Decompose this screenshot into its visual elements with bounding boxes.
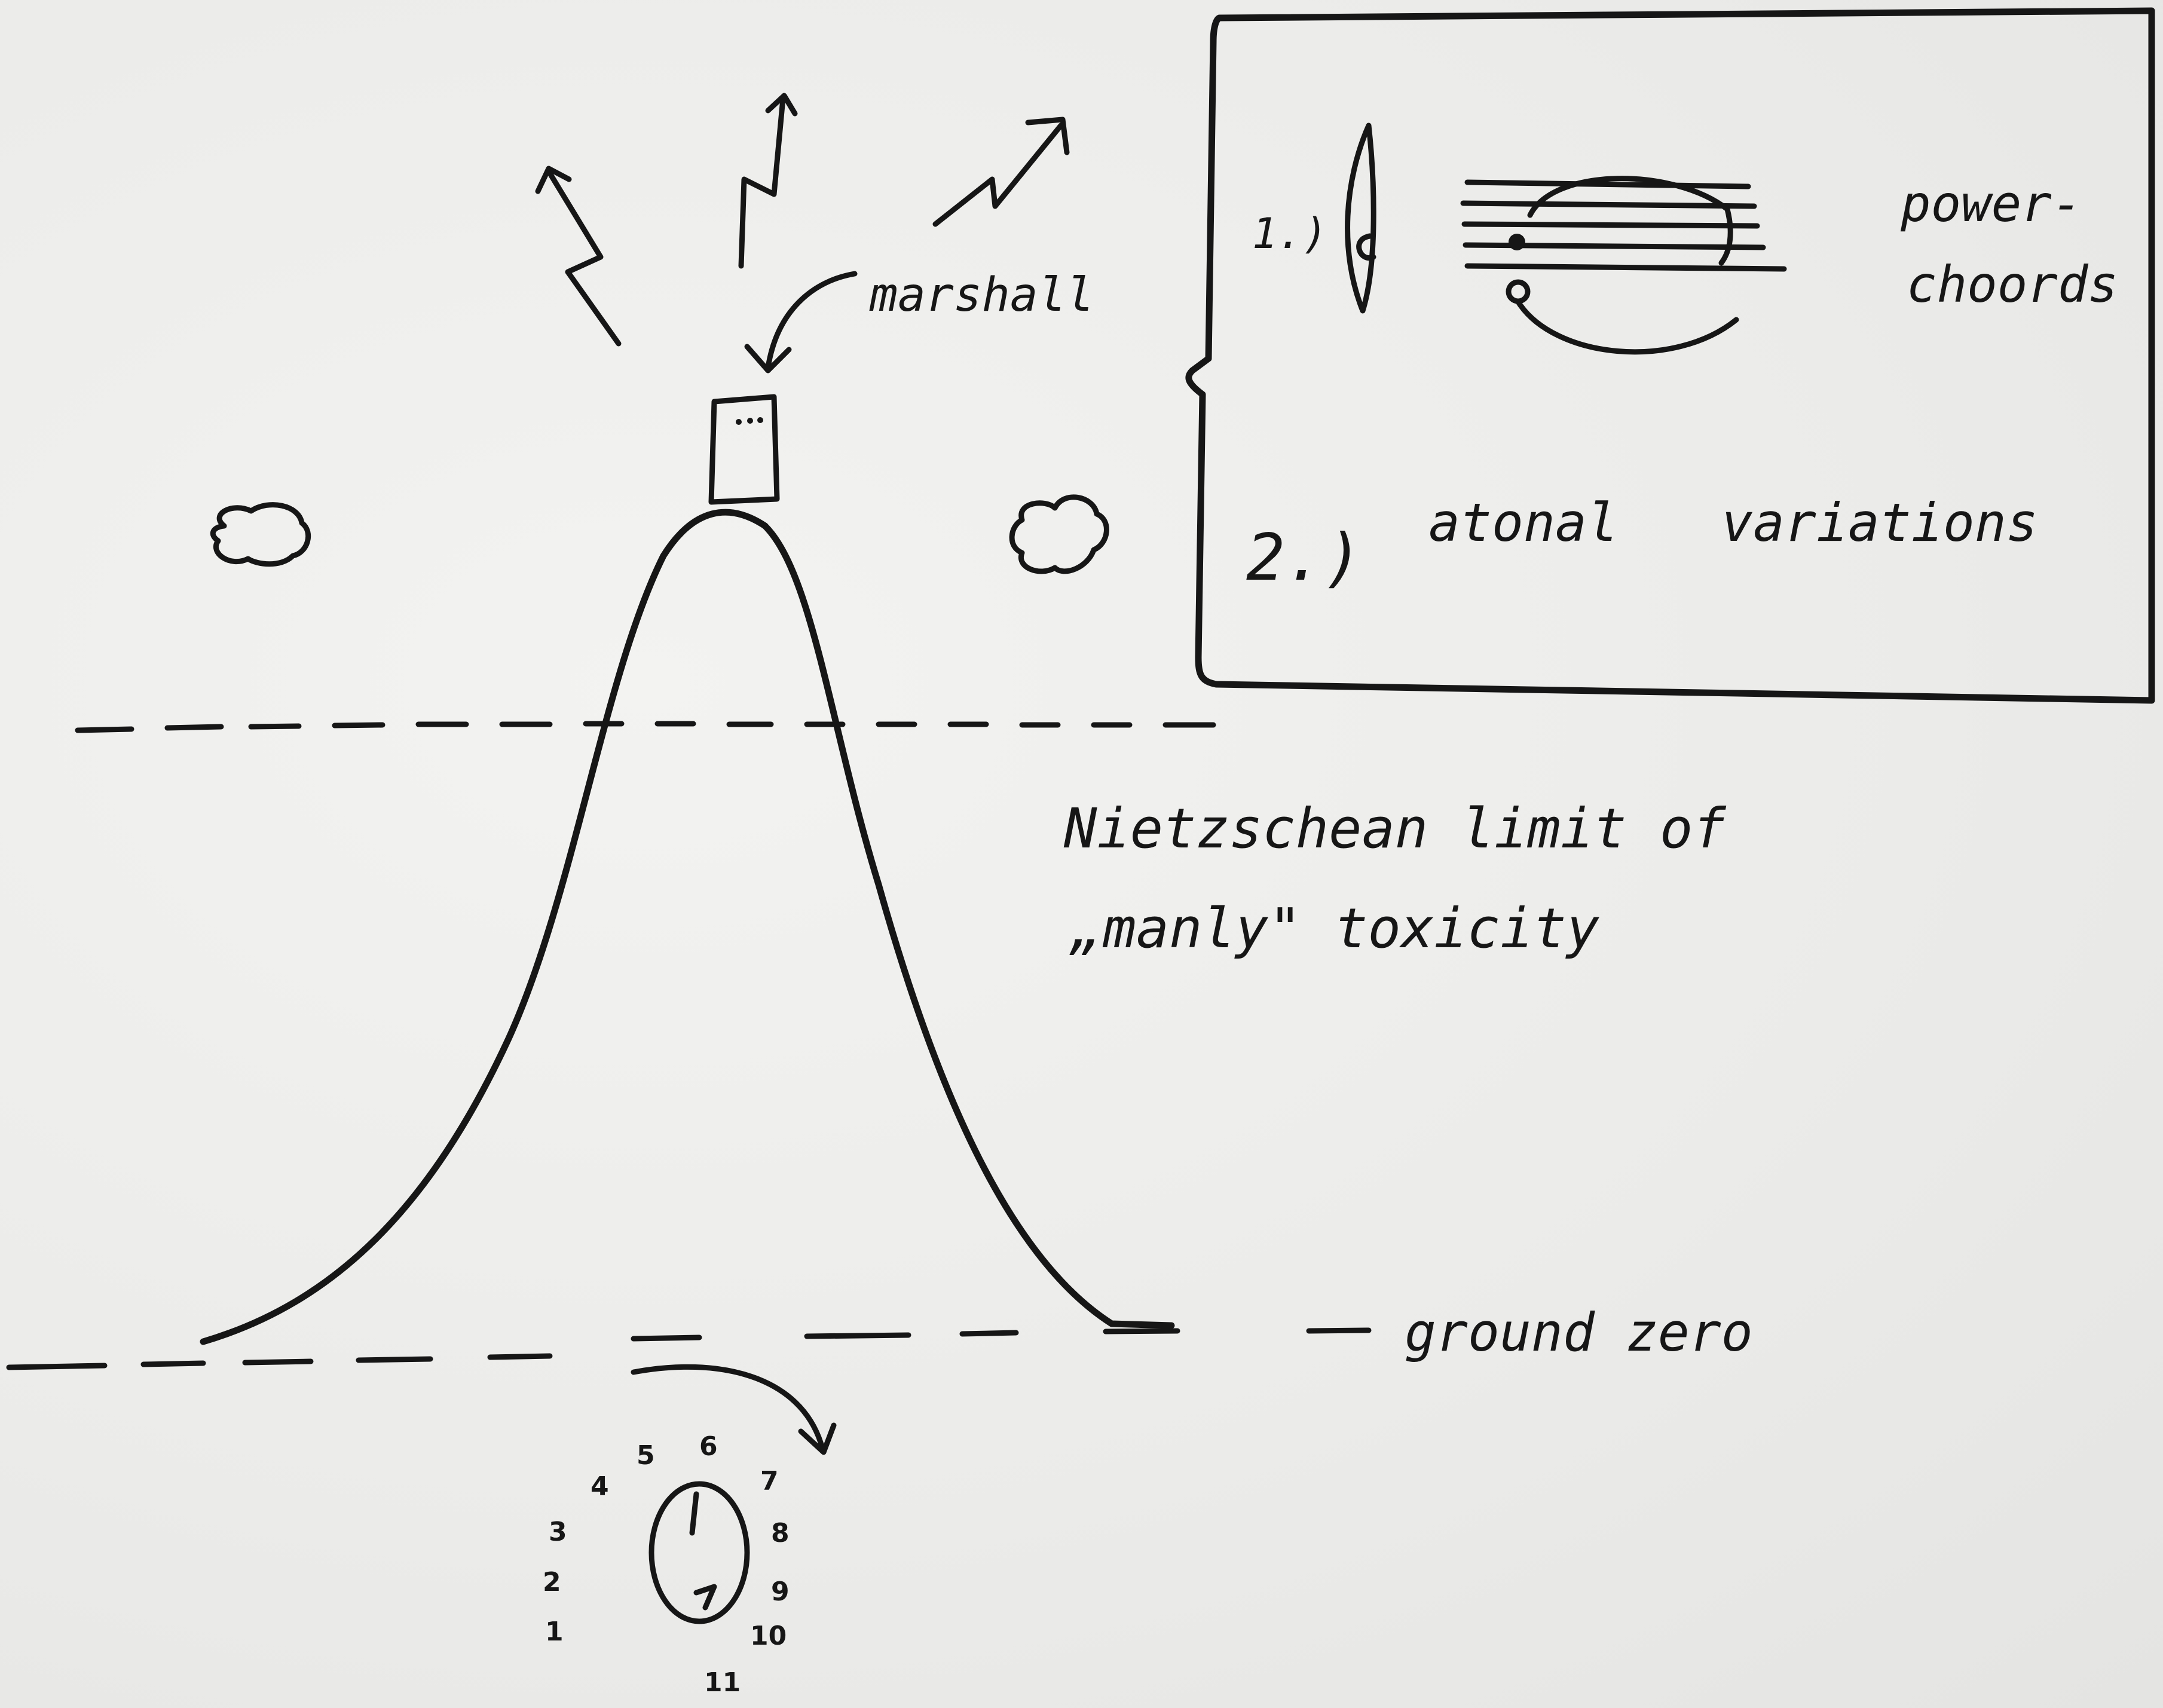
ground-zero-label: ground zero [1405,1302,1753,1363]
dial-number: 10 [750,1621,787,1651]
limit-dashed-line [75,721,1216,733]
lightning-bolt-left-icon [535,166,622,347]
amp-icon [708,394,780,505]
lightning-bolt-right-icon [932,117,1070,227]
dial-numbers: 1 2 3 4 5 6 7 8 9 10 11 [543,1431,790,1698]
item2-label-atonal: atonal [1428,492,1619,553]
item1-staff-icon [1460,176,1787,355]
item2-label-variations: variations [1721,492,2038,553]
dial-number: 2 [543,1567,561,1597]
legend-box [1185,7,2155,704]
limit-label-line2: „manly" toxicity [1069,896,1600,960]
dial-number: 11 [704,1667,741,1698]
cloud-left-icon [210,502,311,567]
cloud-right-icon [1009,494,1109,574]
item1-number: 1.) [1252,209,1327,258]
dial-number: 4 [591,1471,609,1502]
bell-curve [200,509,1175,1345]
dial-number: 9 [771,1577,790,1607]
dial-number: 1 [545,1617,564,1647]
amp-dial-icon [648,1481,750,1624]
item1-pick-icon [1345,123,1376,314]
item2-number: 2.) [1246,521,1363,595]
limit-label-line1: Nietzschean limit of [1063,797,1726,861]
marshall-label: marshall [869,268,1094,322]
item1-label-line1: power- [1900,175,2082,233]
dial-number: 6 [699,1431,718,1462]
item1-label-line2: choords [1907,255,2118,314]
lightning-bolt-center-icon [738,93,798,269]
dial-number: 5 [637,1440,655,1471]
dial-number: 7 [760,1466,779,1496]
marshall-arrow [744,271,858,374]
dial-number: 3 [549,1517,567,1547]
ground-dashed-line [6,1327,1372,1370]
dial-turn-arrow [631,1364,837,1455]
dial-number: 8 [771,1518,790,1548]
